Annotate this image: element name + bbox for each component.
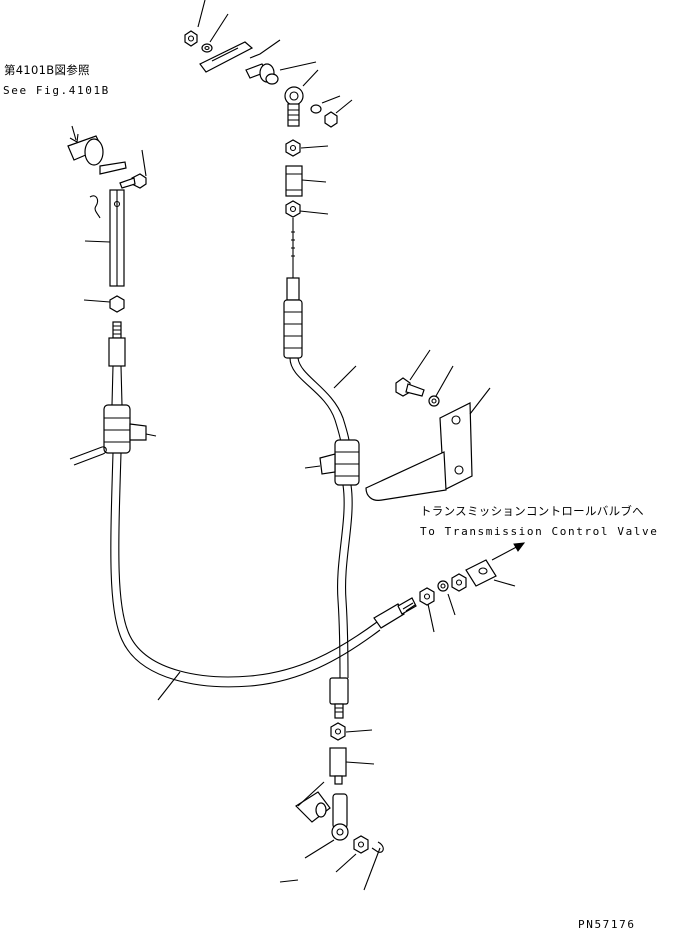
top-washer — [201, 43, 213, 53]
bottom-sleeve — [329, 747, 347, 785]
left-cable-end-fitting — [373, 597, 417, 629]
right-cable-upper — [289, 357, 351, 451]
left-cable-ferrule — [108, 337, 126, 367]
lever-part — [67, 125, 127, 175]
destination-label-jp: トランスミッションコントロールバルブへ — [420, 504, 644, 518]
ball-joint — [284, 86, 304, 127]
valve-nut-2 — [451, 573, 467, 592]
leader-lines — [83, 0, 516, 891]
bracket-washer — [428, 395, 440, 407]
destination-label-en: To Transmission Control Valve — [420, 525, 659, 538]
bottom-nut-2 — [353, 835, 369, 854]
bracket-plate — [199, 41, 254, 73]
reference-label-en: See Fig.4101B — [3, 84, 110, 97]
direction-arrow-head — [513, 542, 526, 552]
cotter-pin-upper — [89, 195, 101, 219]
bolt — [119, 173, 147, 189]
right-cable-clamp — [319, 439, 360, 486]
upper-nut — [285, 139, 301, 157]
valve-washer — [437, 580, 449, 592]
right-cable-threads — [291, 231, 295, 257]
valve-connector — [465, 559, 497, 587]
bottom-pin — [295, 791, 331, 823]
right-cable-lower — [337, 484, 353, 679]
part-number: PN57176 — [578, 918, 636, 931]
right-cable-lower-ferrule — [329, 677, 349, 719]
bracket-bolt — [395, 377, 425, 397]
reference-label-jp: 第4101B図参照 — [4, 63, 90, 77]
bottom-nut — [330, 722, 346, 741]
ball-stud — [245, 63, 279, 85]
lower-nut — [285, 200, 301, 218]
bottom-cotter-pin — [371, 841, 384, 853]
left-cable-end-rod — [112, 321, 122, 339]
left-cable-housing — [110, 452, 381, 688]
left-cable-clamp — [103, 404, 147, 454]
top-nut — [184, 30, 198, 47]
left-cable-upper — [111, 365, 123, 406]
ball-joint-nut — [324, 111, 338, 128]
valve-nut-1 — [419, 587, 435, 606]
rod-end-sleeve — [109, 189, 125, 287]
mounting-bracket — [365, 402, 473, 501]
left-cotter-pin — [69, 446, 107, 466]
rod-nut-left — [109, 295, 125, 313]
bottom-rod-end — [331, 793, 349, 841]
right-cable-ferrule — [283, 277, 303, 359]
ball-joint-washer — [310, 104, 322, 114]
upper-sleeve — [285, 165, 303, 197]
